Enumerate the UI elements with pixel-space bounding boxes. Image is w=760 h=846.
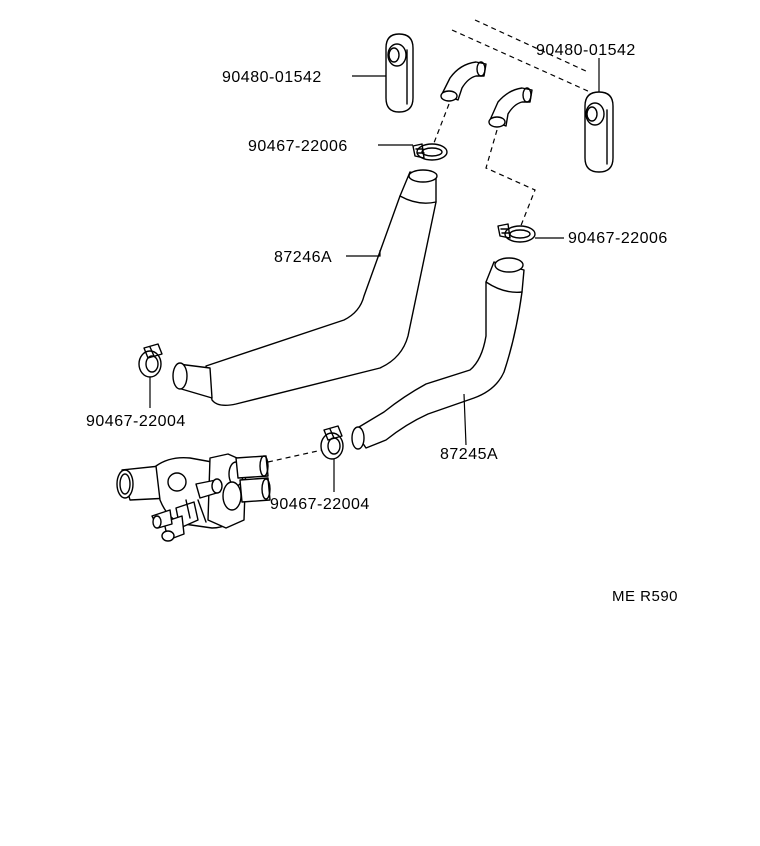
water-valve-assembly — [116, 453, 271, 542]
label-clip-lower-mid: 90467-22004 — [270, 496, 370, 513]
hose-clip-lower-mid[interactable] — [320, 425, 344, 460]
heater-hose-87245a[interactable] — [351, 257, 525, 450]
label-grommet-right: 90480-01542 — [536, 42, 636, 59]
leader-lines — [149, 58, 600, 492]
label-hose-87245a: 87245A — [440, 446, 498, 463]
label-clip-upper-right: 90467-22006 — [568, 230, 668, 247]
label-clip-lower-left: 90467-22004 — [86, 413, 186, 430]
label-grommet-left: 90480-01542 — [222, 69, 322, 86]
hose-clip-upper-right[interactable] — [497, 223, 536, 243]
grommet-left[interactable] — [385, 33, 414, 113]
label-hose-87246a: 87246A — [274, 249, 332, 266]
heater-hose-87246a[interactable] — [172, 169, 438, 407]
hose-clip-upper-left[interactable] — [412, 143, 448, 161]
grommet-right[interactable] — [584, 91, 614, 173]
label-clip-upper-left: 90467-22006 — [248, 138, 348, 155]
heater-pipe-elbow-right[interactable] — [488, 87, 533, 128]
firewall-reference-lines — [451, 19, 591, 93]
drawing-reference: ME R590 — [612, 588, 678, 605]
heater-pipe-elbow-left[interactable] — [440, 61, 487, 102]
hose-clip-lower-left[interactable] — [138, 343, 163, 378]
